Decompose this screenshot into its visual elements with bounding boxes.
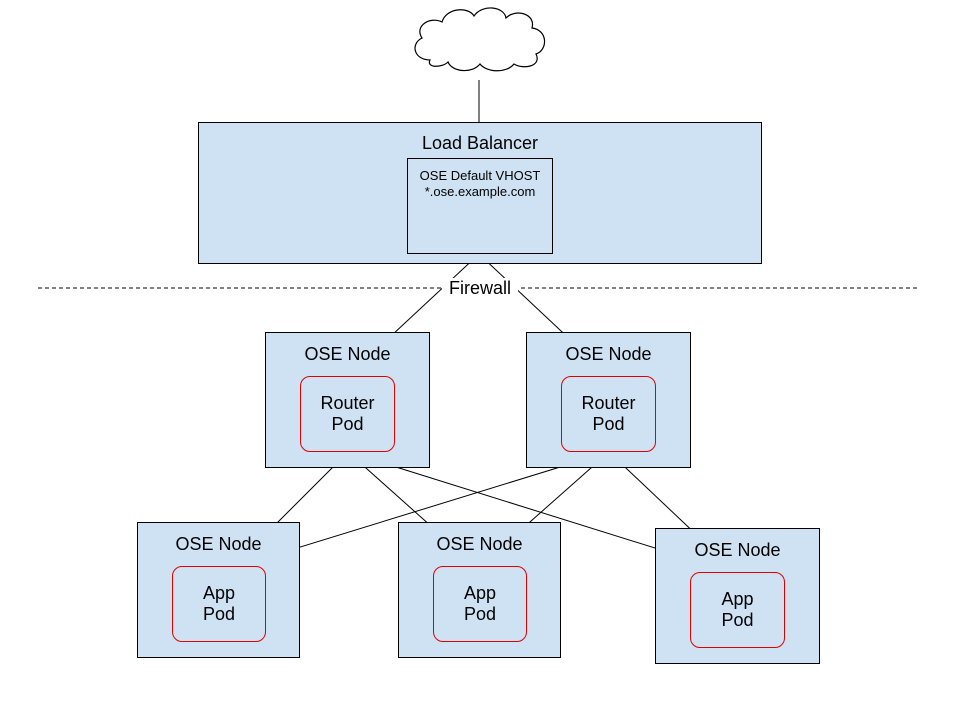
router-pod-1-line1: Router — [320, 393, 375, 413]
router-node-1-title: OSE Node — [304, 344, 391, 364]
app-pod-1-line2: Pod — [202, 604, 236, 624]
vhost-name: OSE Default VHOST — [419, 168, 541, 183]
router-pod-2: Router Pod — [561, 376, 656, 452]
app-pod-2-line1: App — [463, 583, 497, 603]
firewall-label: Firewall — [442, 278, 518, 299]
app-pod-3-line2: Pod — [721, 610, 754, 630]
vhost-box: OSE Default VHOST *.ose.example.com — [407, 158, 553, 254]
app-pod-2-line2: Pod — [463, 604, 497, 624]
app-pod-1-line1: App — [202, 583, 236, 603]
load-balancer-title: Load Balancer — [421, 133, 539, 153]
router-node-2-title: OSE Node — [565, 344, 652, 364]
router-pod-2-line1: Router — [581, 393, 636, 413]
app-pod-1: App Pod — [172, 566, 266, 642]
app-node-2-title: OSE Node — [436, 534, 523, 554]
vhost-domain: *.ose.example.com — [424, 184, 536, 199]
app-pod-2: App Pod — [433, 566, 527, 642]
router-pod-2-line2: Pod — [592, 414, 625, 434]
app-pod-3: App Pod — [690, 572, 785, 648]
app-pod-3-line1: App — [721, 589, 754, 609]
vhost-label: OSE Default VHOST *.ose.example.com — [408, 168, 552, 200]
internet-cloud-icon — [414, 7, 546, 72]
app-node-1-title: OSE Node — [175, 534, 262, 554]
router-pod-1: Router Pod — [300, 376, 395, 452]
app-node-3-title: OSE Node — [694, 540, 781, 560]
router-pod-1-line2: Pod — [331, 414, 364, 434]
